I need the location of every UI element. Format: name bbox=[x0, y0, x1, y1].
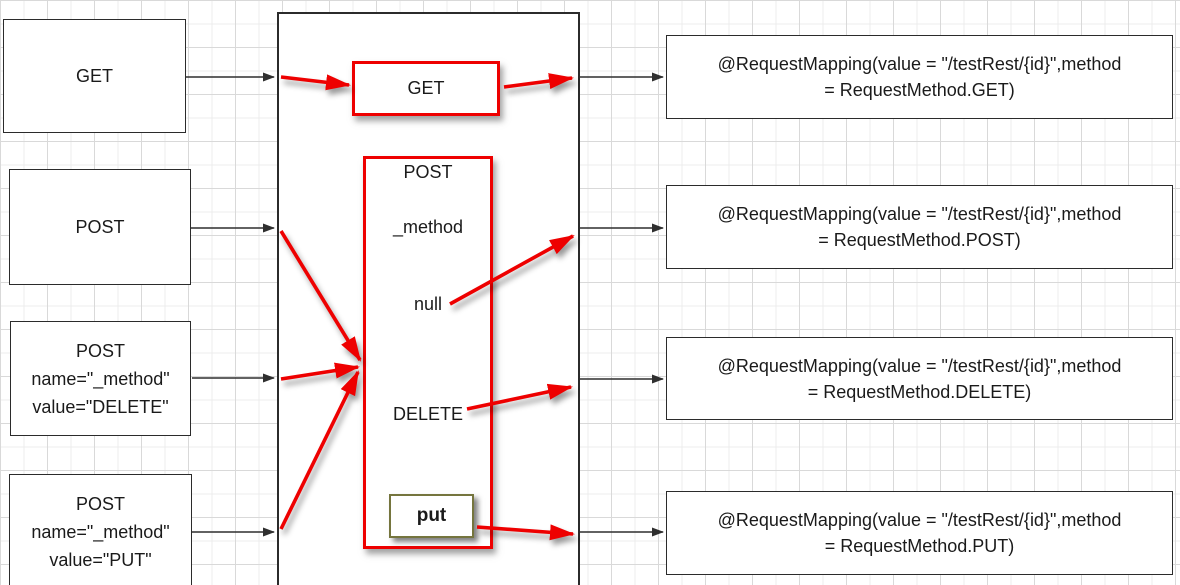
right-node-post-mapping: @RequestMapping(value = "/testRest/{id}"… bbox=[666, 185, 1173, 269]
left-node-post-put-line2: name="_method" bbox=[31, 522, 170, 542]
right-node-delete-line2: = RequestMethod.DELETE) bbox=[807, 381, 1032, 402]
right-node-post-line2: = RequestMethod.POST) bbox=[818, 230, 1021, 250]
left-node-post-delete-line3: value="DELETE" bbox=[32, 396, 169, 417]
dispatcher-method-label: _method bbox=[392, 217, 464, 237]
put-label: put bbox=[416, 505, 447, 526]
left-node-post-delete-line2: name="_method" bbox=[31, 368, 170, 389]
left-node-post-delete-line1: POST bbox=[75, 340, 125, 361]
left-node-post: POST bbox=[9, 169, 191, 285]
right-node-put-line1: @RequestMapping(value = "/testRest/{id}"… bbox=[717, 510, 1122, 530]
right-node-delete-mapping: @RequestMapping(value = "/testRest/{id}"… bbox=[666, 337, 1173, 420]
dispatcher-delete-label: DELETE bbox=[392, 404, 464, 424]
right-node-get-mapping: @RequestMapping(value = "/testRest/{id}"… bbox=[666, 35, 1173, 119]
left-node-post-label: POST bbox=[75, 217, 125, 237]
right-node-put-line2: = RequestMethod.PUT) bbox=[824, 536, 1015, 556]
left-node-post-put-line3: value="PUT" bbox=[49, 550, 152, 570]
right-node-post-line1: @RequestMapping(value = "/testRest/{id}"… bbox=[717, 204, 1122, 224]
right-node-put-mapping: @RequestMapping(value = "/testRest/{id}"… bbox=[666, 491, 1173, 575]
put-tooltip-box: put bbox=[389, 494, 474, 538]
right-node-get-line2: = RequestMethod.GET) bbox=[824, 80, 1015, 100]
dispatcher-post-label: POST bbox=[403, 162, 453, 182]
dispatcher-get-highlight-box: GET bbox=[352, 61, 500, 116]
left-node-post-delete: POST name="_method" value="DELETE" bbox=[10, 321, 191, 436]
left-node-get: GET bbox=[3, 19, 186, 133]
left-node-get-label: GET bbox=[75, 66, 113, 86]
right-node-get-line1: @RequestMapping(value = "/testRest/{id}"… bbox=[717, 54, 1122, 74]
dispatcher-null-label: null bbox=[413, 294, 443, 314]
right-node-delete-line1: @RequestMapping(value = "/testRest/{id}"… bbox=[717, 355, 1122, 376]
left-node-post-put: POST name="_method" value="PUT" bbox=[9, 474, 192, 585]
dispatcher-get-label: GET bbox=[407, 78, 445, 98]
left-node-post-put-line1: POST bbox=[75, 494, 125, 514]
dispatcher-post-highlight-box bbox=[363, 156, 493, 549]
